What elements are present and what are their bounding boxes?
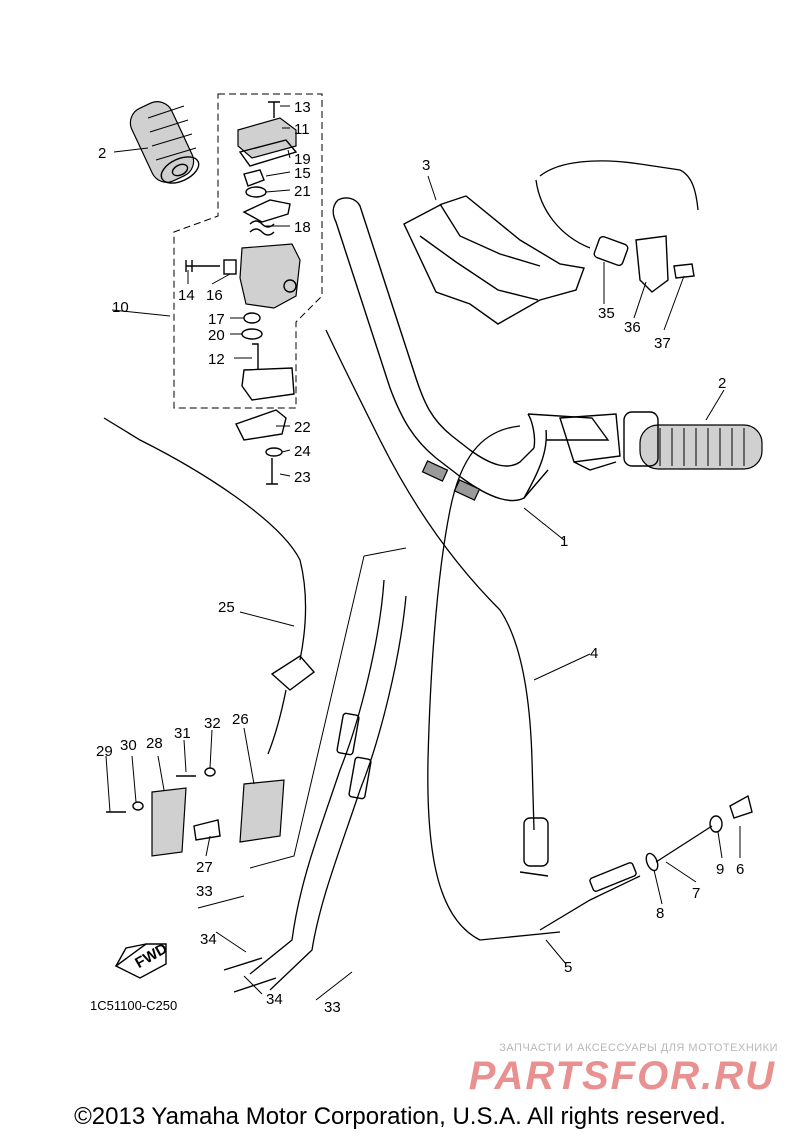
callout-22: 22 <box>294 419 311 436</box>
callout-12: 12 <box>208 351 225 368</box>
upper-right-cable <box>535 160 699 293</box>
callout-20: 20 <box>208 327 225 344</box>
callout-9: 9 <box>716 861 724 878</box>
callout-30: 30 <box>120 737 137 754</box>
callout-28: 28 <box>146 735 163 752</box>
leader-lines <box>105 105 741 1001</box>
callout-26: 26 <box>232 711 249 728</box>
fwd-arrow-icon: FWD <box>114 940 171 979</box>
callout-19: 19 <box>294 151 311 168</box>
cable-25 <box>103 417 316 755</box>
handlebar <box>332 197 610 502</box>
callout-14: 14 <box>178 287 195 304</box>
callout-6: 6 <box>736 861 744 878</box>
callout-21: 21 <box>294 183 311 200</box>
callout-11: 11 <box>294 121 310 138</box>
callout-17: 17 <box>208 311 225 328</box>
callout-23: 23 <box>294 469 311 486</box>
callout-33-bottom: 33 <box>324 999 341 1016</box>
callout-10: 10 <box>112 299 129 316</box>
callout-3: 3 <box>422 157 430 174</box>
callout-34-top: 34 <box>200 931 217 948</box>
callout-7: 7 <box>692 885 700 902</box>
callout-27: 27 <box>196 859 213 876</box>
assembly-10-box <box>173 93 323 409</box>
callout-5: 5 <box>564 959 572 976</box>
callout-33-top: 33 <box>196 883 213 900</box>
callout-31: 31 <box>174 725 191 742</box>
clutch-cable <box>539 794 753 931</box>
copyright-footer: ©2013 Yamaha Motor Corporation, U.S.A. A… <box>74 1103 726 1130</box>
callout-24: 24 <box>294 443 311 460</box>
right-grip <box>559 411 763 471</box>
callout-32: 32 <box>204 715 221 732</box>
callout-25: 25 <box>218 599 235 616</box>
callout-15: 15 <box>294 165 311 182</box>
callout-36: 36 <box>624 319 641 336</box>
callout-18: 18 <box>294 219 311 236</box>
diagram-ref-code: 1C51100-C250 <box>90 998 178 1013</box>
left-grip <box>129 101 200 184</box>
watermark-logo: PARTSFOR.RU <box>468 1054 776 1098</box>
cables-33-34 <box>223 579 407 993</box>
callout-16: 16 <box>206 287 223 304</box>
callout-labels: 1 2 2 3 4 5 6 7 8 9 10 11 12 13 14 15 16… <box>96 99 744 1016</box>
fwd-label: FWD <box>132 940 170 972</box>
callout-37: 37 <box>654 335 671 352</box>
callout-35: 35 <box>598 305 615 322</box>
throttle-cable <box>325 329 561 941</box>
switch-group-outline <box>249 547 407 869</box>
assembly-10-parts <box>185 101 301 485</box>
watermark-tagline: ЗАПЧАСТИ И АКСЕССУАРЫ ДЛЯ МОТОТЕХНИКИ <box>499 1042 778 1054</box>
callout-4: 4 <box>590 645 598 662</box>
callout-8: 8 <box>656 905 664 922</box>
callout-34-bottom: 34 <box>266 991 283 1008</box>
callout-2-left: 2 <box>98 145 106 162</box>
callout-2-right: 2 <box>718 375 726 392</box>
callout-13: 13 <box>294 99 311 116</box>
callout-1: 1 <box>560 533 568 550</box>
switch-parts <box>106 767 285 857</box>
handlebar-pad <box>403 195 585 325</box>
callout-29: 29 <box>96 743 113 760</box>
